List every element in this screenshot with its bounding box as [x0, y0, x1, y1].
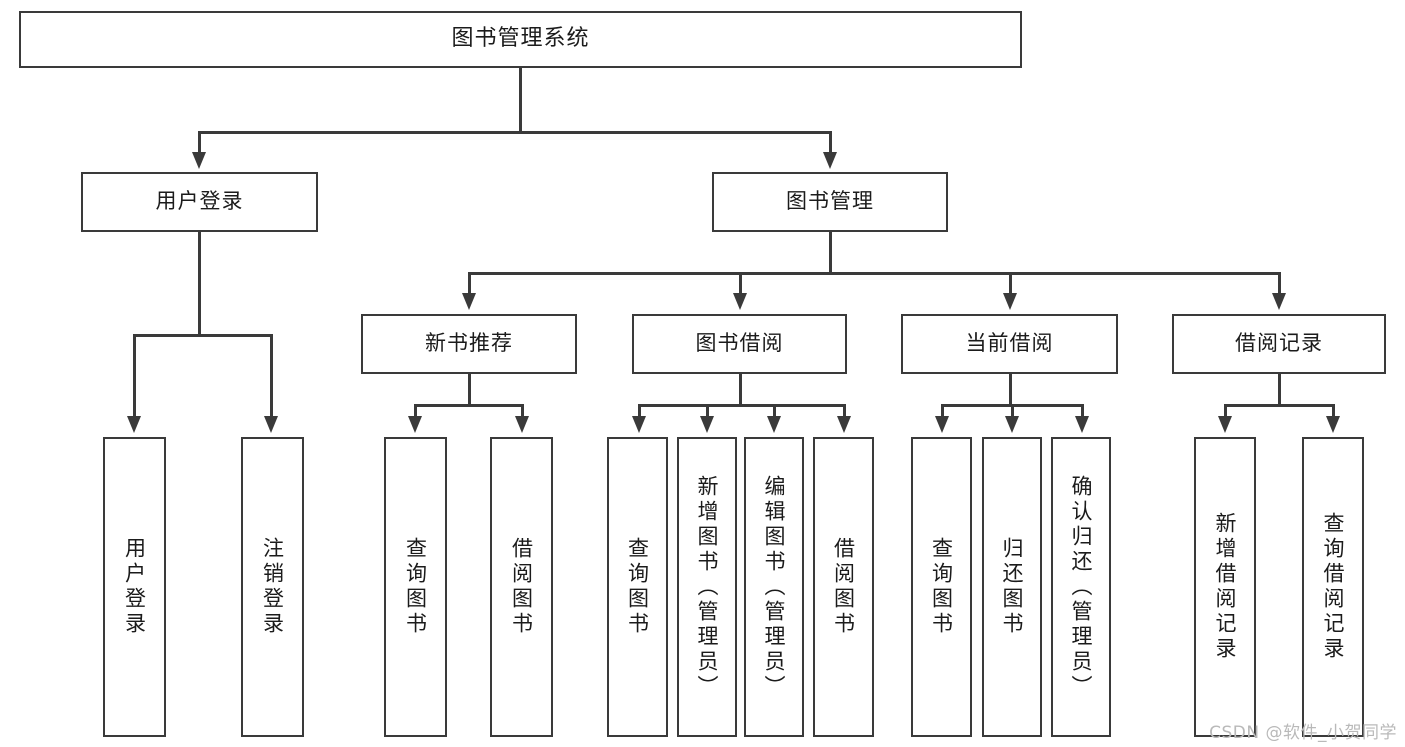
connector-user-login-bus: [133, 334, 272, 337]
arrowhead-book-borrow-leaf-3: [767, 416, 781, 433]
leaf-label: 编辑图书（管理员）: [762, 474, 787, 700]
leaf-new-book-query-book[interactable]: 查询图书: [384, 437, 447, 737]
leaf-book-borrow-add-book-admin[interactable]: 新增图书（管理员）: [677, 437, 737, 737]
node-label: 新书推荐: [425, 331, 513, 356]
connector-user-login-drop-2: [270, 334, 273, 420]
leaf-label: 借阅图书: [509, 537, 534, 637]
connector-new-book-drop-1: [414, 404, 417, 420]
connector-to-user-login: [198, 131, 201, 156]
connector-book-borrow-drop-3: [773, 404, 776, 420]
arrowhead-book-borrow-leaf-4: [837, 416, 851, 433]
connector-book-borrow-drop-2: [706, 404, 709, 420]
arrowhead-to-new-book: [462, 293, 476, 310]
leaf-book-borrow-edit-book-admin[interactable]: 编辑图书（管理员）: [744, 437, 804, 737]
leaf-borrow-record-add-record[interactable]: 新增借阅记录: [1194, 437, 1256, 737]
arrowhead-to-user-login: [192, 152, 206, 169]
connector-current-borrow-drop-2: [1011, 404, 1014, 420]
connector-user-login-stem: [198, 232, 201, 336]
leaf-label: 新增图书（管理员）: [695, 474, 720, 700]
connector-borrow-record-stem: [1278, 374, 1281, 406]
connector-to-new-book: [468, 272, 471, 297]
connector-borrow-record-drop-2: [1332, 404, 1335, 420]
leaf-label: 查询借阅记录: [1321, 512, 1346, 662]
arrowhead-to-book-management: [823, 152, 837, 169]
leaf-label: 查询图书: [403, 537, 428, 637]
connector-current-borrow-drop-3: [1081, 404, 1084, 420]
connector-to-book-borrow: [739, 272, 742, 297]
arrowhead-new-book-leaf-2: [515, 416, 529, 433]
node-label: 用户登录: [155, 189, 244, 214]
node-current-borrow[interactable]: 当前借阅: [901, 314, 1118, 374]
arrowhead-to-borrow-record: [1272, 293, 1286, 310]
connector-current-borrow-drop-1: [941, 404, 944, 420]
leaf-label: 用户登录: [122, 537, 147, 637]
node-borrow-record[interactable]: 借阅记录: [1172, 314, 1386, 374]
leaf-user-login-login[interactable]: 用户登录: [103, 437, 166, 737]
node-root-book-management-system[interactable]: 图书管理系统: [19, 11, 1022, 68]
connector-borrow-record-bus: [1224, 404, 1334, 407]
leaf-current-borrow-confirm-return-admin[interactable]: 确认归还（管理员）: [1051, 437, 1111, 737]
connector-book-borrow-drop-1: [638, 404, 641, 420]
arrowhead-to-book-borrow: [733, 293, 747, 310]
arrowhead-current-borrow-leaf-3: [1075, 416, 1089, 433]
connector-borrow-record-drop-1: [1224, 404, 1227, 420]
connector-level2-bus: [198, 131, 831, 134]
connector-level3-bus: [468, 272, 1280, 275]
node-label: 图书管理系统: [451, 26, 590, 52]
node-label: 借阅记录: [1235, 331, 1323, 356]
leaf-label: 查询图书: [625, 537, 650, 637]
arrowhead-borrow-record-leaf-2: [1326, 416, 1340, 433]
leaf-label: 借阅图书: [831, 537, 856, 637]
connector-book-borrow-drop-4: [843, 404, 846, 420]
connector-root-stem: [519, 68, 522, 132]
arrowhead-borrow-record-leaf-1: [1218, 416, 1232, 433]
arrowhead-new-book-leaf-1: [408, 416, 422, 433]
leaf-label: 注销登录: [260, 537, 285, 637]
arrowhead-current-borrow-leaf-2: [1005, 416, 1019, 433]
connector-to-borrow-record: [1278, 272, 1281, 297]
connector-current-borrow-stem: [1009, 374, 1012, 406]
node-book-management[interactable]: 图书管理: [712, 172, 948, 232]
leaf-label: 归还图书: [1000, 537, 1025, 637]
leaf-current-borrow-return-book[interactable]: 归还图书: [982, 437, 1042, 737]
leaf-borrow-record-query-record[interactable]: 查询借阅记录: [1302, 437, 1364, 737]
leaf-label: 新增借阅记录: [1213, 512, 1238, 662]
leaf-new-book-borrow-book[interactable]: 借阅图书: [490, 437, 553, 737]
leaf-label: 确认归还（管理员）: [1069, 474, 1094, 700]
connector-new-book-bus: [414, 404, 523, 407]
arrowhead-current-borrow-leaf-1: [935, 416, 949, 433]
node-new-book-recommendation[interactable]: 新书推荐: [361, 314, 577, 374]
connector-to-book-management: [829, 131, 832, 156]
node-user-login[interactable]: 用户登录: [81, 172, 318, 232]
arrowhead-book-borrow-leaf-2: [700, 416, 714, 433]
arrowhead-user-login-leaf-1: [127, 416, 141, 433]
leaf-book-borrow-borrow-book[interactable]: 借阅图书: [813, 437, 874, 737]
connector-to-current-borrow: [1009, 272, 1012, 297]
leaf-user-login-logout[interactable]: 注销登录: [241, 437, 304, 737]
leaf-label: 查询图书: [929, 537, 954, 637]
connector-user-login-drop-1: [133, 334, 136, 420]
connector-book-borrow-bus: [638, 404, 846, 407]
connector-book-management-stem: [829, 232, 832, 274]
node-label: 当前借阅: [965, 331, 1054, 356]
connector-new-book-drop-2: [521, 404, 524, 420]
node-book-borrow[interactable]: 图书借阅: [632, 314, 847, 374]
node-label: 图书管理: [786, 189, 874, 214]
arrowhead-to-current-borrow: [1003, 293, 1017, 310]
arrowhead-user-login-leaf-2: [264, 416, 278, 433]
connector-book-borrow-stem: [739, 374, 742, 406]
node-label: 图书借阅: [695, 331, 784, 356]
leaf-current-borrow-query-book[interactable]: 查询图书: [911, 437, 972, 737]
connector-new-book-stem: [468, 374, 471, 406]
leaf-book-borrow-query-book[interactable]: 查询图书: [607, 437, 668, 737]
arrowhead-book-borrow-leaf-1: [632, 416, 646, 433]
